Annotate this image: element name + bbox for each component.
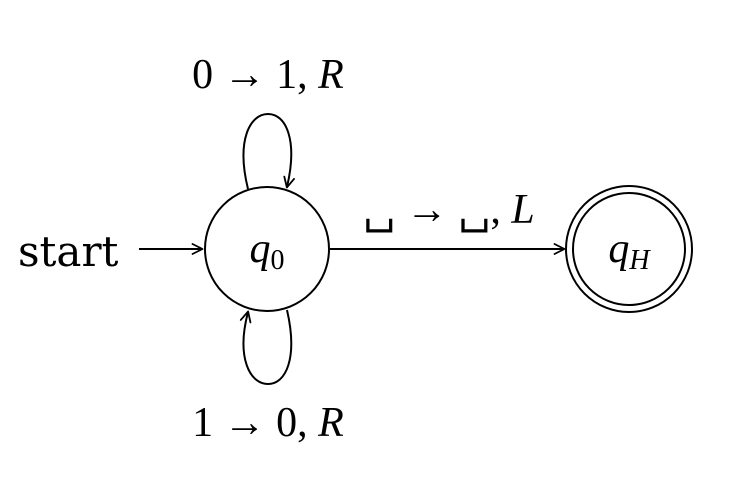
q0-top-loop-edge — [242, 112, 295, 190]
state-q0-main: q — [250, 226, 271, 272]
state-q0-label: q0 — [250, 226, 285, 276]
state-qH-label: qH — [608, 226, 651, 276]
state-q0-circle — [204, 186, 330, 312]
state-qH-subscript: H — [628, 245, 651, 276]
q0-to-qH-label: ␣ → ␣, L — [363, 187, 535, 233]
state-q0-subscript: 0 — [271, 245, 285, 276]
start-label: start — [18, 227, 119, 276]
q0-top-loop-label: 0 → 1, R — [192, 52, 344, 98]
q0-bottom-loop-edge — [239, 309, 293, 386]
state-q0: q0 — [204, 186, 330, 312]
state-qH-outer-circle — [565, 185, 693, 313]
state-qH-inner-circle — [572, 192, 686, 306]
q0-bottom-loop-label: 1 → 0, R — [192, 400, 344, 446]
state-qH-main: q — [608, 226, 629, 272]
state-qH: qH — [565, 185, 693, 313]
